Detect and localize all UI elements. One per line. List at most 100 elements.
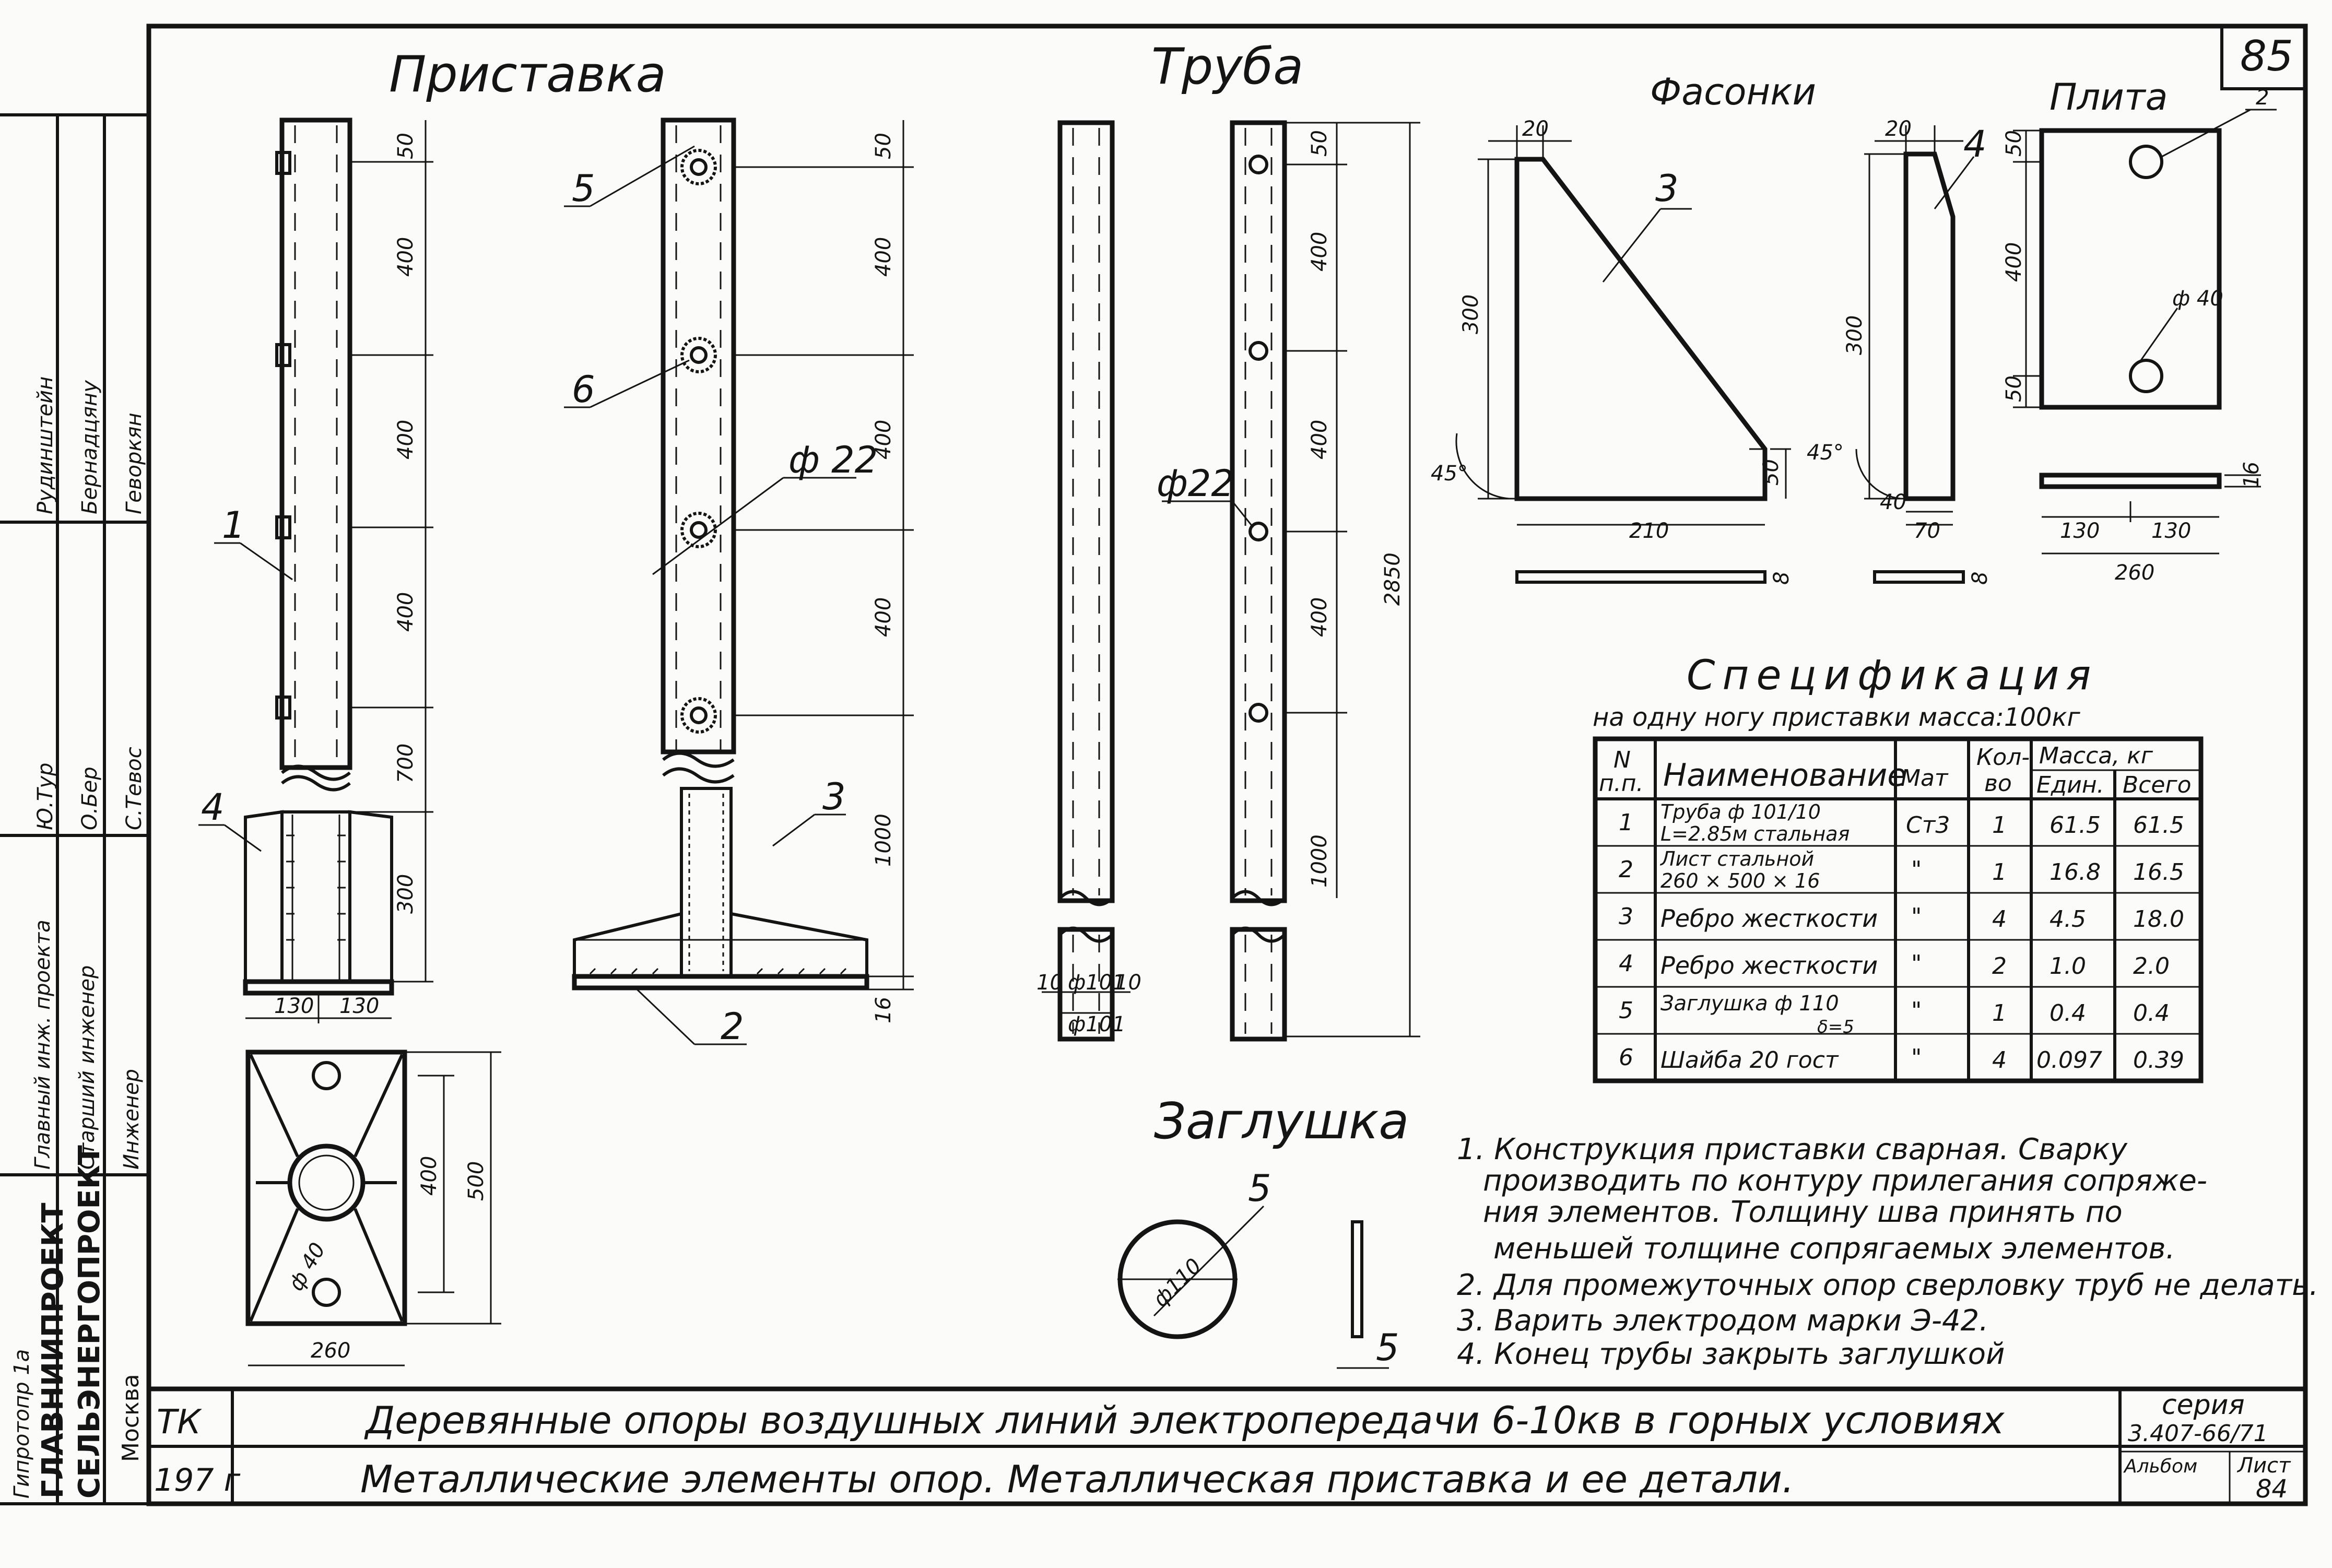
f3-dim-300: 300 (1459, 294, 1483, 334)
p-callout-1: 1 (222, 504, 245, 547)
pl-dim-130a: 130 (2060, 519, 2100, 543)
view-title-truba: Труба (1151, 38, 1303, 96)
spec-r4-total: 2.0 (2133, 953, 2170, 980)
pristavka-side-view: 50 400 400 400 1000 16 5 6 ф 22 3 2 (564, 117, 914, 1048)
stamp-sign-5: С.Тевос (122, 747, 146, 830)
t-dim-phi22: ф22 (1157, 462, 1234, 505)
spec-r2-qty: 1 (1992, 859, 2007, 886)
spec-r2-unit: 16.8 (2050, 859, 2101, 886)
stamp-role-2: Старший инженер (75, 965, 99, 1170)
tb-list-number: 84 (2256, 1475, 2288, 1504)
sheet-number: 85 (2240, 32, 2293, 80)
p-callout-2: 2 (2256, 86, 2269, 110)
f3-dim-210: 210 (1629, 519, 1669, 543)
p-dim-400b: 400 (394, 420, 418, 459)
t-dim-10a: 10 (1037, 971, 1063, 995)
base-dim-400: 400 (417, 1156, 441, 1196)
s-dim-phi22: ф 22 (788, 439, 878, 481)
pristavka-base-plan: 400 500 260 ф 40 (245, 1050, 501, 1366)
spec-h-total: Всего (2123, 772, 2191, 798)
spec-h-n: N (1613, 747, 1631, 773)
notes-block: 1. Конструкция приставки сварная. Сварку… (1457, 1133, 2318, 1371)
t-dim-phi101b: ф101 (1068, 1012, 1126, 1036)
pristavka-front-view: 50 400 400 400 700 300 130 130 1 4 (198, 117, 433, 1023)
f4-dim-70: 70 (1914, 519, 1940, 543)
p-callout-4: 4 (201, 786, 225, 829)
t-dim-2850: 2850 (1381, 552, 1405, 606)
s-callout-6: 6 (572, 368, 595, 411)
spec-r3-mat: " (1911, 903, 1922, 930)
t-dim-10b: 10 (1115, 971, 1141, 995)
tb-tk: ТК (157, 1403, 202, 1442)
tb-album: Альбом (2123, 1456, 2197, 1477)
spec-r5-unit: 0.4 (2050, 1000, 2086, 1027)
spec-h-name: Наименование (1663, 757, 1906, 794)
tb-title-2: Металлические элементы опор. Металлическ… (360, 1457, 1794, 1501)
stamp-org-1: ГЛАВНИИПРОЕКТ (36, 1202, 70, 1499)
t-dim-400a: 400 (1308, 232, 1332, 272)
p-dim-700: 700 (394, 744, 418, 783)
z-dim-5: 5 (1376, 1326, 1399, 1369)
p-dim-50: 50 (394, 133, 418, 159)
base-dim-500: 500 (464, 1161, 488, 1201)
spec-title: Спецификация (1687, 652, 2098, 699)
spec-r2-n: 2 (1619, 856, 1633, 883)
s-dim-400c: 400 (871, 597, 896, 637)
spec-r4-name: Ребро жесткости (1660, 951, 1878, 980)
pl-dim-400: 400 (2002, 242, 2026, 282)
f4-dim-45: 45° (1807, 441, 1844, 465)
sheet-number-box (2220, 25, 2307, 90)
f3-dim-8: 8 (1770, 572, 1794, 585)
note-line-7: 4. Конец трубы закрыть заглушкой (1457, 1337, 2005, 1371)
pl-dim-phi40: ф 40 (2172, 287, 2223, 311)
plita-views: 2 50 400 50 ф 40 16 130 130 260 (2002, 86, 2277, 585)
spec-r5-mat: " (1911, 997, 1922, 1024)
spec-r6-total: 0.39 (2133, 1047, 2184, 1074)
spec-r4-unit: 1.0 (2050, 953, 2086, 980)
spec-r4-mat: " (1911, 950, 1922, 977)
z-dim-phi110: ф110 (1149, 1254, 1207, 1312)
spec-h-qty-b: во (1984, 770, 2012, 797)
t-dim-phi101a: ф101 (1068, 971, 1126, 995)
tb-list: Лист (2236, 1454, 2291, 1478)
p-dim-400a: 400 (394, 237, 418, 277)
spec-r6-name: Шайба 20 гост (1660, 1047, 1839, 1074)
p-dim-400c: 400 (394, 592, 418, 632)
s-dim-50: 50 (871, 133, 896, 159)
p-dim-300: 300 (394, 874, 418, 914)
zaglushka-views: ф110 5 5 (1117, 1167, 1399, 1369)
spec-r1-total: 61.5 (2133, 812, 2184, 839)
spec-r3-total: 18.0 (2133, 906, 2184, 933)
p-dim-130b: 130 (339, 994, 379, 1018)
pl-dim-130b: 130 (2151, 519, 2191, 543)
stamp-cut-text: Гипротопр 1а (10, 1349, 34, 1499)
t-dim-1000: 1000 (1308, 834, 1332, 888)
stamp-sign-4: Бернадцяну (78, 380, 102, 514)
note-line-2: производить по контуру прилегания сопряж… (1483, 1164, 2207, 1198)
spec-h-qty-a: Кол- (1976, 744, 2030, 771)
spec-r6-mat: " (1911, 1044, 1922, 1071)
stamp-block: Главный инж. проекта Старший инженер Инж… (0, 113, 149, 1505)
f-callout-4: 4 (1963, 123, 1987, 166)
spec-r2-name: Лист стальной (1659, 847, 1814, 870)
stamp-city: Москва (117, 1374, 144, 1462)
spec-r1-qty: 1 (1992, 812, 2007, 839)
spec-r6-n: 6 (1619, 1044, 1633, 1071)
view-title-pristavka: Приставка (389, 46, 666, 103)
s-dim-400a: 400 (871, 237, 896, 277)
stamp-org-2: СЕЛЬЭНЕРГОПРОЕКТ (73, 1145, 107, 1499)
pl-dim-50b: 50 (2002, 375, 2026, 402)
s-callout-5: 5 (572, 167, 595, 210)
spec-h-mass: Масса, кг (2039, 742, 2153, 769)
base-dim-phi40: ф 40 (284, 1239, 331, 1295)
fasonki-views: 20 300 45° 210 50 8 3 20 300 45° 40 70 8 (1431, 117, 1992, 585)
note-line-6: 3. Варить электродом марки Э-42. (1457, 1304, 1988, 1338)
spec-r1-name: Труба ф 101/10 (1660, 800, 1821, 823)
stamp-sign-6: Геворкян (122, 412, 146, 514)
s-callout-3: 3 (822, 775, 846, 818)
sheet-frame (146, 23, 2308, 1506)
p-dim-130a: 130 (274, 994, 314, 1018)
stamp-sign-2: Рудинштейн (33, 376, 57, 514)
pl-dim-16: 16 (2240, 462, 2264, 488)
